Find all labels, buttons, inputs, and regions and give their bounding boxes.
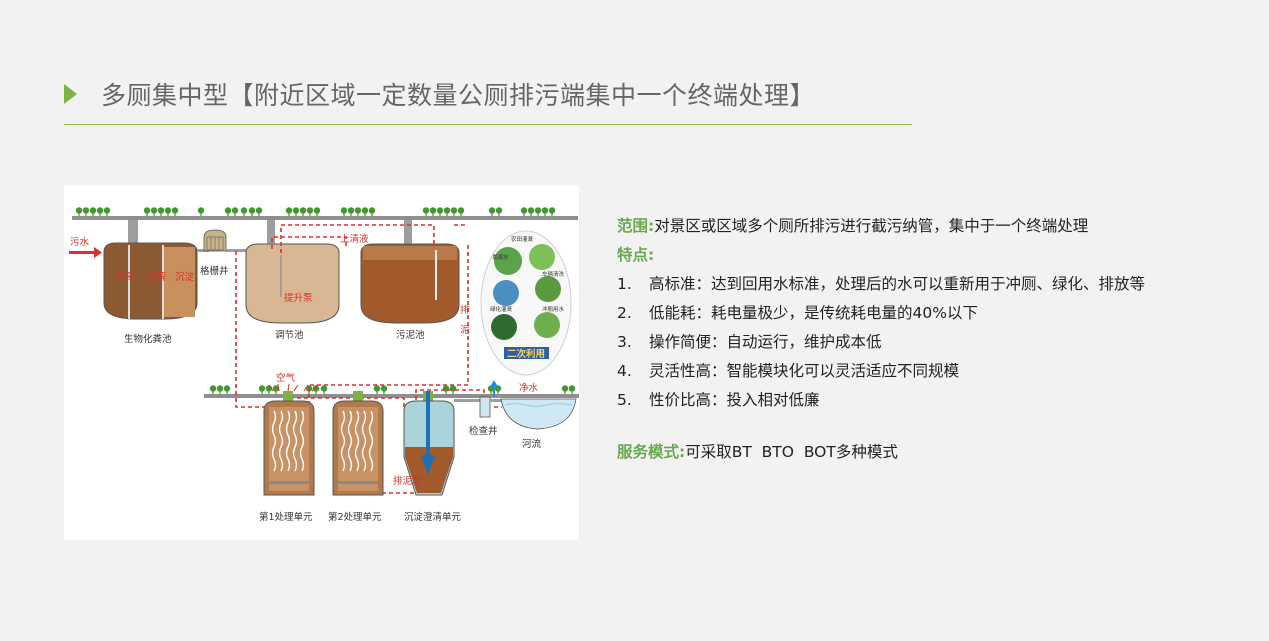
service-text: 可采取BT BTO BOT多种模式 [685,443,898,461]
label-equalization: 调节池 [275,329,304,341]
list-item: 1.高标准：达到回用水标准，处理后的水可以重新用于冲厕、绿化、排放等 [617,275,1146,293]
clean-water-arrow-icon [490,380,498,387]
label-sludge-discharge-pipe-2: 泥 [460,324,470,336]
process-diagram: 污水 厌氧 水解 沉淀 生物化粪池 格栅井 [64,185,579,540]
list-item: 3.操作简便：自动运行，维护成本低 [617,333,882,351]
clarifier-unit [403,391,455,496]
ground-line-bottom [204,394,579,398]
label-sludge-discharge-pipe-1: 排 [460,304,470,316]
treatment-unit-1 [263,391,315,496]
label-inlet: 污水 [70,236,90,248]
reuse-circle [480,230,572,376]
features-list: 1.高标准：达到回用水标准，处理后的水可以重新用于冲厕、绿化、排放等 2.低能耗… [617,270,1237,415]
label-sludge-tank: 污泥池 [396,329,425,341]
label-unit1: 第1处理单元 [259,511,313,523]
scope-label: 范围: [617,217,655,235]
label-river: 河流 [522,438,542,450]
scope-line: 范围:对景区或区域多个厕所排污进行截污纳管，集中于一个终端处理 [617,212,1237,241]
service-line: 服务模式:可采取BT BTO BOT多种模式 [617,438,1237,467]
page-title: 多厕集中型【附近区域一定数量公厕排污端集中一个终端处理】 [101,81,816,110]
reuse-item-greening: 绿化灌溉 [490,305,513,313]
biotank [103,220,198,320]
ground-line-top [72,216,578,220]
label-grille: 格栅井 [200,265,229,277]
label-reuse: 二次利用 [507,348,545,360]
title-row: 多厕集中型【附近区域一定数量公厕排污端集中一个终端处理】 [64,74,815,114]
label-pump: 提升泵 [284,292,313,304]
air-rays-icon [268,383,318,392]
trees-top [75,207,556,216]
list-item: 5.性价比高：投入相对低廉 [617,391,820,409]
label-settling: 沉淀 [175,271,195,283]
service-label: 服务模式: [617,443,686,461]
reuse-item-flush: 冲厕用水 [542,305,565,313]
treatment-unit-2 [332,391,384,496]
equalization-tank [245,220,340,324]
inspection-well [454,396,502,418]
title-arrow-icon [64,84,77,104]
title-divider [64,124,912,125]
label-sludge-discharge: 排泥泵 [393,475,422,487]
label-unit2: 第2处理单元 [328,511,382,523]
label-inspection: 检查井 [469,425,498,437]
label-clean-water: 净水 [519,382,539,394]
inlet-arrow-icon [94,247,102,258]
river [500,398,577,430]
process-diagram-svg: 污水 厌氧 水解 沉淀 生物化粪池 格栅井 [69,207,579,523]
scope-text: 对景区或区域多个厕所排污进行截污纳管，集中于一个终端处理 [654,217,1089,235]
grille-well [203,229,227,252]
label-supernatant: 上清液 [340,233,369,245]
reuse-item-farmland: 农田灌溉 [511,235,534,243]
features-label: 特点: [617,246,655,264]
sludge-tank [360,220,460,324]
info-panel: 范围:对景区或区域多个厕所排污进行截污纳管，集中于一个终端处理 特点: 1.高标… [617,212,1237,467]
label-anaerobic: 厌氧 [117,271,137,283]
list-item: 2.低能耗：耗电量极少，是传统耗电量的40%以下 [617,304,978,322]
label-clarifier: 沉淀澄清单元 [404,511,462,523]
label-air: 空气 [276,372,296,384]
label-biotank: 生物化粪池 [124,333,172,345]
reuse-item-car-wash: 车辆清洗 [542,270,565,278]
reuse-item-landscape: 景观水 [492,253,509,261]
label-hydrolysis: 水解 [147,271,167,283]
list-item: 4.灵活性高：智能模块化可以灵活适应不同规模 [617,362,960,380]
